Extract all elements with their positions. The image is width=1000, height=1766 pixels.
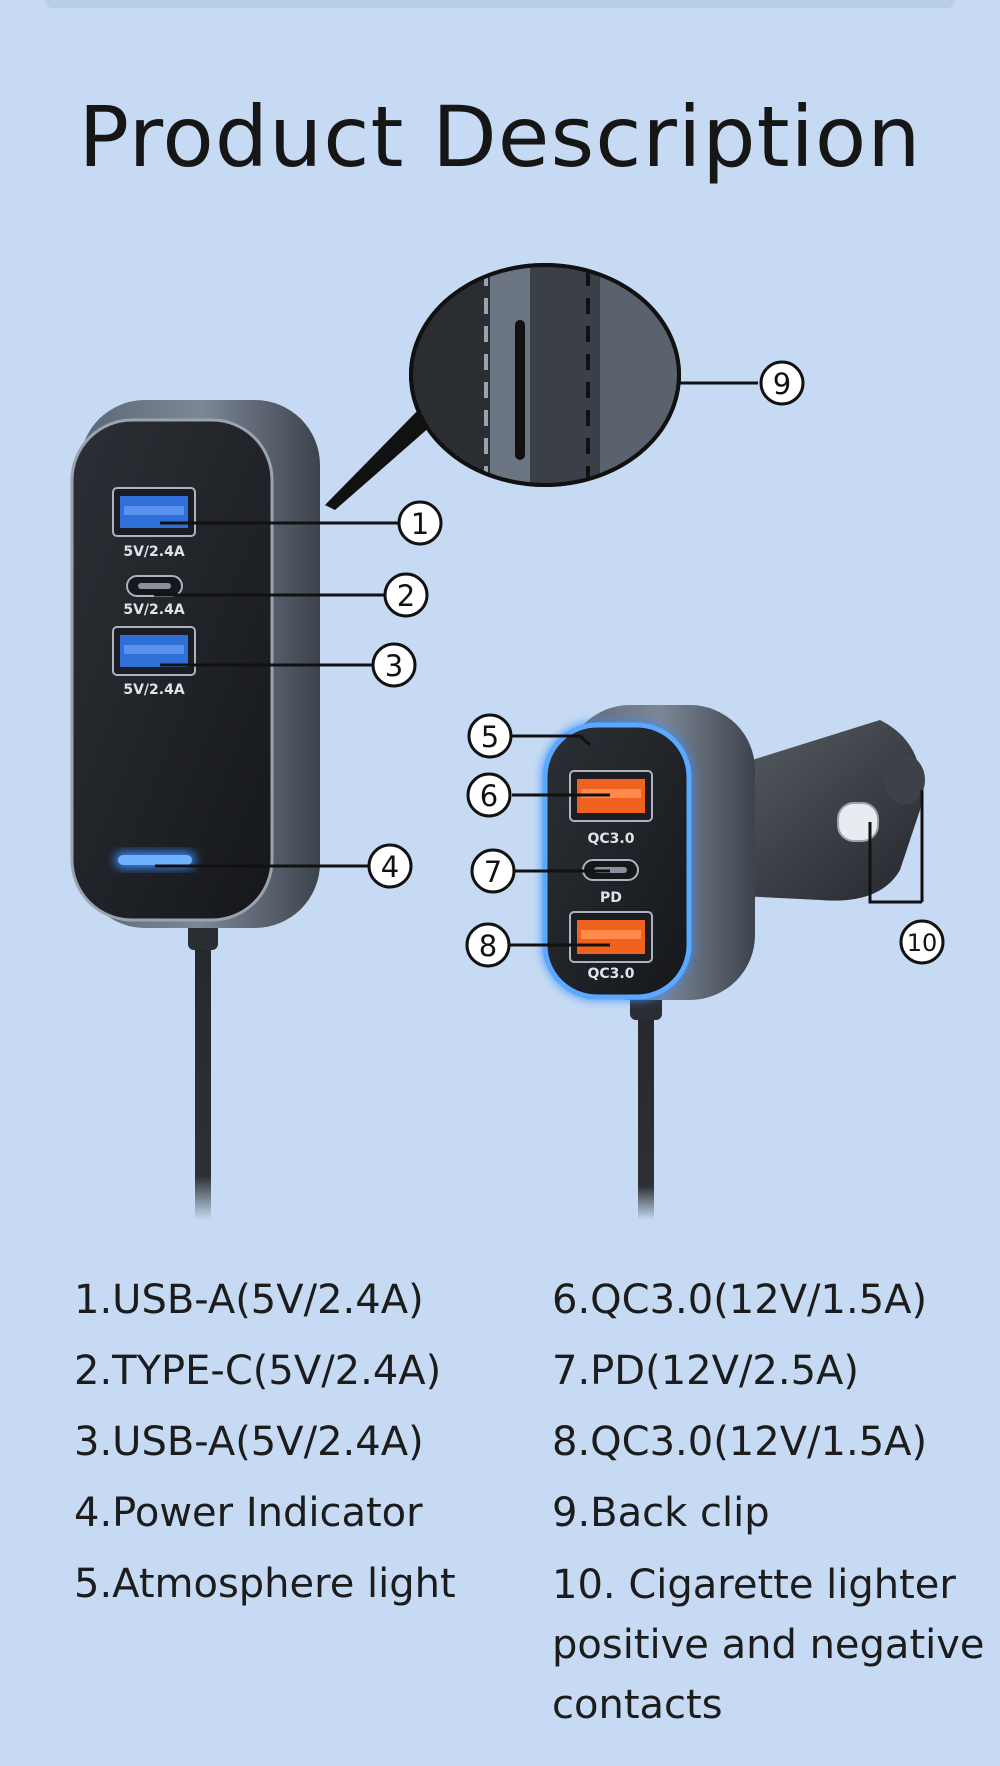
- feature-1: 1.USB-A(5V/2.4A): [74, 1277, 424, 1323]
- feature-9: 9.Back clip: [552, 1490, 770, 1536]
- right-car-charger: QC3.0 PD QC3.0: [542, 705, 925, 1220]
- right-cable: [638, 995, 654, 1220]
- feature-2: 2.TYPE-C(5V/2.4A): [74, 1348, 442, 1394]
- feature-3: 3.USB-A(5V/2.4A): [74, 1419, 424, 1465]
- top-edge-bar: [45, 0, 955, 8]
- feature-10: 10. Cigarette lighter positive and negat…: [552, 1562, 985, 1728]
- callout-lines: [154, 381, 924, 947]
- callout-10: 10: [899, 919, 945, 965]
- callout-3: 3: [371, 642, 417, 688]
- left-port2-label: 5V/2.4A: [123, 602, 184, 618]
- page-title: Product Description: [78, 88, 922, 186]
- callout-1: 1: [397, 500, 443, 546]
- right-port2-label: PD: [600, 890, 622, 906]
- feature-list-left: 1.USB-A(5V/2.4A) 2.TYPE-C(5V/2.4A) 3.USB…: [74, 1265, 514, 1620]
- power-indicator-light: [118, 855, 192, 865]
- callout-2: 2: [383, 572, 429, 618]
- product-illustration: 5V/2.4A 5V/2.4A 5V/2.4A: [70, 263, 945, 1220]
- callout-markers: 1 2 3 4 5 6 7 8 9 10: [367, 360, 945, 968]
- callout-7: 7: [470, 848, 516, 894]
- svg-text:10: 10: [907, 929, 938, 957]
- side-contact: [837, 802, 879, 842]
- svg-text:4: 4: [381, 850, 399, 884]
- svg-text:3: 3: [385, 649, 403, 683]
- feature-8: 8.QC3.0(12V/1.5A): [552, 1419, 928, 1465]
- callout-8: 8: [465, 922, 511, 968]
- svg-text:9: 9: [773, 367, 791, 401]
- callout-9: 9: [759, 360, 805, 406]
- back-clip-zoom: [325, 263, 681, 510]
- callout-4: 4: [367, 843, 413, 889]
- left-port3-label: 5V/2.4A: [123, 682, 184, 698]
- svg-text:2: 2: [397, 579, 415, 613]
- svg-text:1: 1: [411, 507, 429, 541]
- right-port3-label: QC3.0: [588, 966, 635, 982]
- svg-text:6: 6: [480, 779, 498, 813]
- feature-5: 5.Atmosphere light: [74, 1561, 456, 1607]
- callout-5: 5: [467, 713, 513, 759]
- svg-text:5: 5: [481, 720, 499, 754]
- feature-6: 6.QC3.0(12V/1.5A): [552, 1277, 928, 1323]
- left-port1-label: 5V/2.4A: [123, 544, 184, 560]
- feature-list-right: 6.QC3.0(12V/1.5A) 7.PD(12V/2.5A) 8.QC3.0…: [552, 1265, 992, 1735]
- feature-7: 7.PD(12V/2.5A): [552, 1348, 860, 1394]
- right-port1-label: QC3.0: [588, 831, 635, 847]
- feature-4: 4.Power Indicator: [74, 1490, 423, 1536]
- svg-text:8: 8: [479, 929, 497, 963]
- svg-text:7: 7: [484, 855, 502, 889]
- callout-6: 6: [466, 772, 512, 818]
- left-cable: [195, 930, 211, 1220]
